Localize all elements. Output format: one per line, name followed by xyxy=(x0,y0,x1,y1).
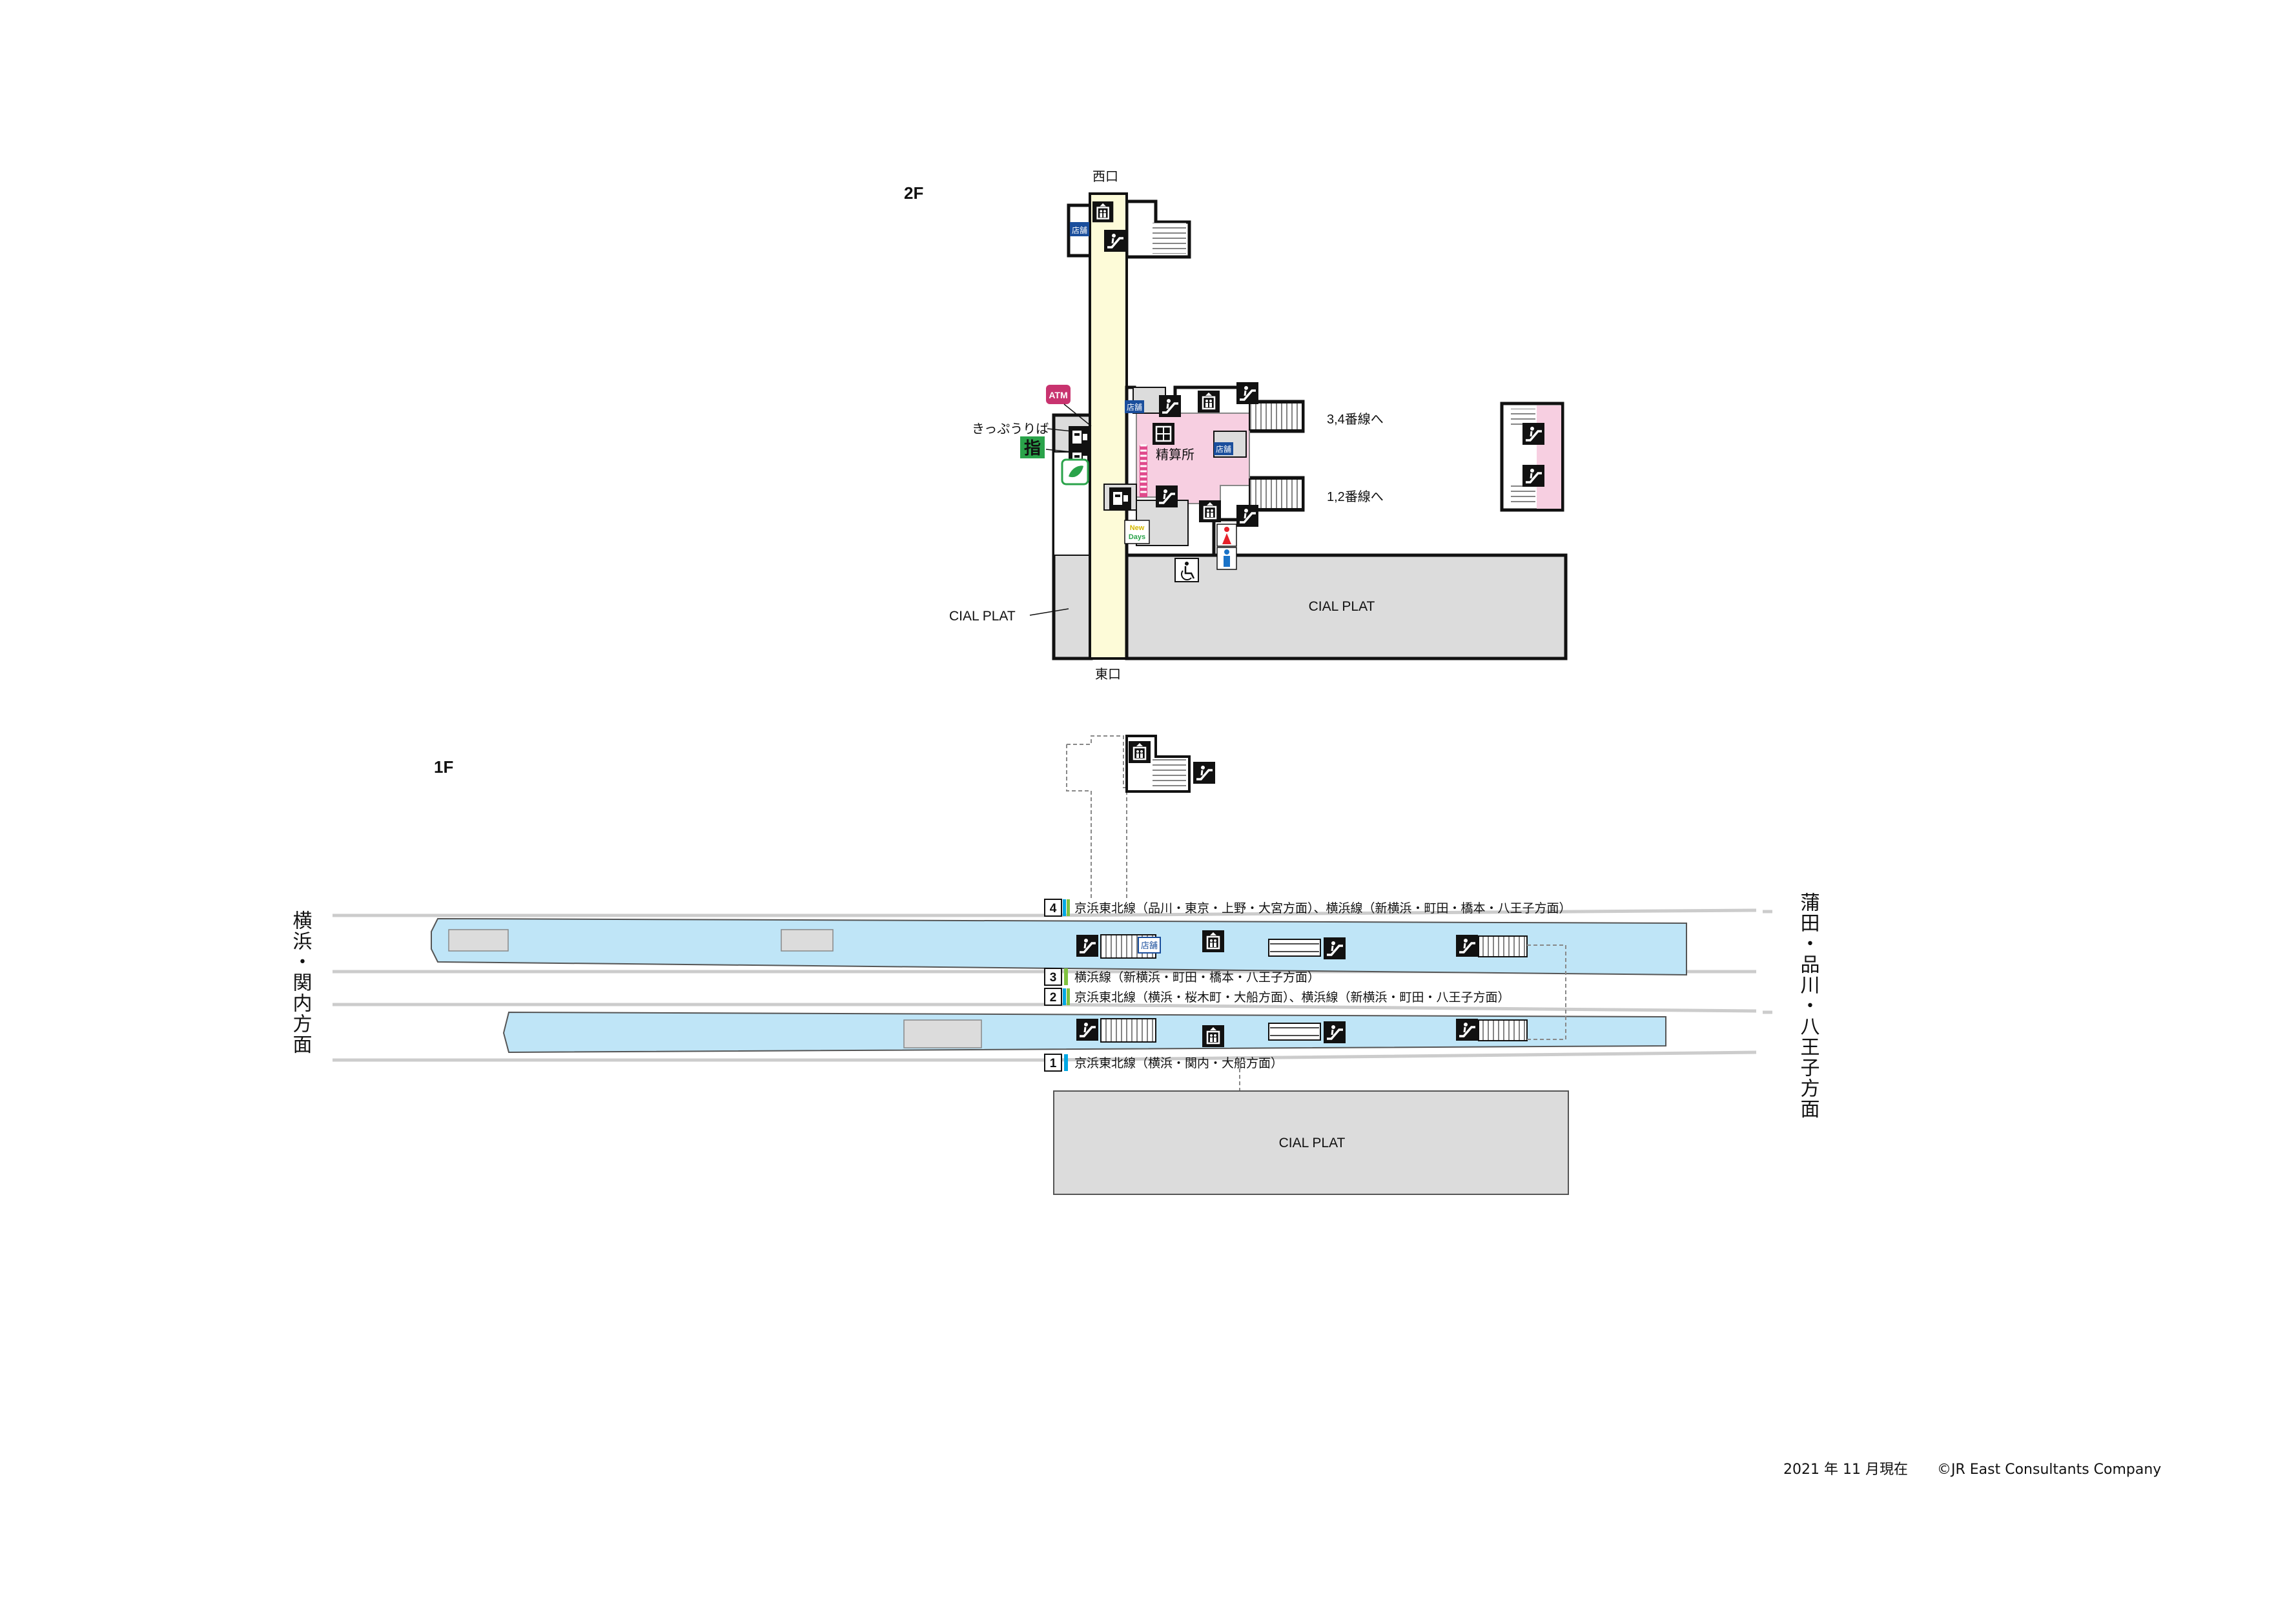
escalator-icon-1f-exit xyxy=(1192,760,1216,785)
reserved-seat-icon xyxy=(1020,436,1045,458)
2f-cial-right-block xyxy=(1125,553,1568,660)
elevator-icon-p4 xyxy=(1201,929,1225,954)
atm-icon xyxy=(1046,385,1071,404)
track-2-number: 2 xyxy=(1050,991,1057,1005)
platform-34 xyxy=(431,917,1687,976)
shop-icon-gate xyxy=(1125,400,1144,413)
2f-cial-left-label: CIAL PLAT xyxy=(949,609,1016,624)
reserved-seat-label: 指 xyxy=(1024,439,1041,458)
escalator-icon-p2-1 xyxy=(1075,1017,1100,1042)
1f-cial-block xyxy=(1053,1090,1569,1195)
newdays-icon xyxy=(1124,520,1150,544)
elevator-icon-gate-2 xyxy=(1198,499,1222,524)
shop-label-gate: 店舗 xyxy=(1127,403,1142,412)
escalator-icon-gate-2 xyxy=(1154,484,1179,509)
shop-label-gate-2: 店舗 xyxy=(1216,445,1231,454)
elevator-icon-p2 xyxy=(1201,1024,1225,1048)
escalator-icon-p2-2 xyxy=(1322,1020,1347,1045)
track-3-text: 横浜線（新横浜・町田・橋本・八王子方面） xyxy=(1074,970,1320,985)
fare-adjust-label: 精算所 xyxy=(1156,447,1194,462)
newdays-label-2: Days xyxy=(1129,533,1145,541)
1f-exit-structure xyxy=(1066,735,1191,901)
ticket-machine-icon xyxy=(1069,426,1091,448)
to-platform-12-label: 1,2番線へ xyxy=(1327,489,1384,504)
direction-left-label: 横浜・関内方面 xyxy=(289,910,313,1055)
track-4-number: 4 xyxy=(1050,902,1057,915)
2f-cial-right-label: CIAL PLAT xyxy=(1309,599,1375,614)
elevator-icon-1f-exit xyxy=(1127,740,1152,764)
1f-cial-label: CIAL PLAT xyxy=(1279,1136,1346,1150)
elevator-icon xyxy=(1091,200,1114,223)
shop-icon-1f xyxy=(1138,937,1161,954)
footer-date: 2021 年 11 月現在 xyxy=(1783,1462,1908,1478)
track-1-label: 1 京浜東北線（横浜・関内・大船方面） xyxy=(1044,1054,1283,1072)
shop-label-1f: 店舗 xyxy=(1141,941,1158,950)
escalator-icon-p2-3 xyxy=(1455,1017,1479,1042)
ticket-machine-icon-3 xyxy=(1109,487,1131,509)
track-2-label: 2 京浜東北線（横浜・桜木町・大船方面）、横浜線（新横浜・町田・八王子方面） xyxy=(1044,988,1510,1006)
escalator-icon-annex-1 xyxy=(1521,422,1546,446)
escalator-icon-gate xyxy=(1158,394,1182,418)
track-1-text: 京浜東北線（横浜・関内・大船方面） xyxy=(1074,1056,1283,1070)
2f-right-annex xyxy=(1500,402,1564,512)
floor-label-1f: 1F xyxy=(434,757,453,777)
east-exit-label: 東口 xyxy=(1095,667,1121,682)
escalator-icon-p4-3 xyxy=(1455,934,1479,958)
to-platform-34-label: 3,4番線へ xyxy=(1327,412,1384,427)
escalator-icon-34 xyxy=(1235,381,1260,405)
shop-icon-gate-2 xyxy=(1214,442,1233,455)
floor-label-2f: 2F xyxy=(904,183,923,203)
atm-label: ATM xyxy=(1049,390,1067,400)
outer-rail-lines xyxy=(1763,910,1772,1014)
west-exit-label: 西口 xyxy=(1092,170,1118,184)
escalator-icon-p4-1 xyxy=(1075,934,1100,958)
track-2-text: 京浜東北線（横浜・桜木町・大船方面）、横浜線（新横浜・町田・八王子方面） xyxy=(1074,990,1510,1005)
footer-copyright: ©JR East Consultants Company xyxy=(1937,1462,2161,1478)
escalator-icon-p4-2 xyxy=(1322,936,1347,961)
locker-icon xyxy=(1151,422,1176,446)
newdays-label-1: New xyxy=(1130,524,1145,532)
escalator-icon-annex-2 xyxy=(1521,464,1546,488)
track-1-number: 1 xyxy=(1050,1057,1057,1070)
track-4-text: 京浜東北線（品川・東京・上野・大宮方面）、横浜線（新横浜・町田・橋本・八王子方面… xyxy=(1074,901,1572,915)
shop-icon xyxy=(1070,222,1089,236)
direction-right-label: 蒲田・品川・八王子方面 xyxy=(1797,892,1820,1119)
track-3-number: 3 xyxy=(1050,971,1057,985)
elevator-icon-gate xyxy=(1196,389,1221,414)
shop-label: 店舗 xyxy=(1072,226,1087,235)
track-3-label: 3 横浜線（新横浜・町田・橋本・八王子方面） xyxy=(1044,968,1320,986)
track-4-label: 4 京浜東北線（品川・東京・上野・大宮方面）、横浜線（新横浜・町田・橋本・八王子… xyxy=(1044,899,1572,917)
escalator-icon xyxy=(1103,229,1127,253)
ticket-sales-label: きっぷうりば xyxy=(972,422,1049,436)
escalator-icon-12 xyxy=(1235,504,1260,528)
